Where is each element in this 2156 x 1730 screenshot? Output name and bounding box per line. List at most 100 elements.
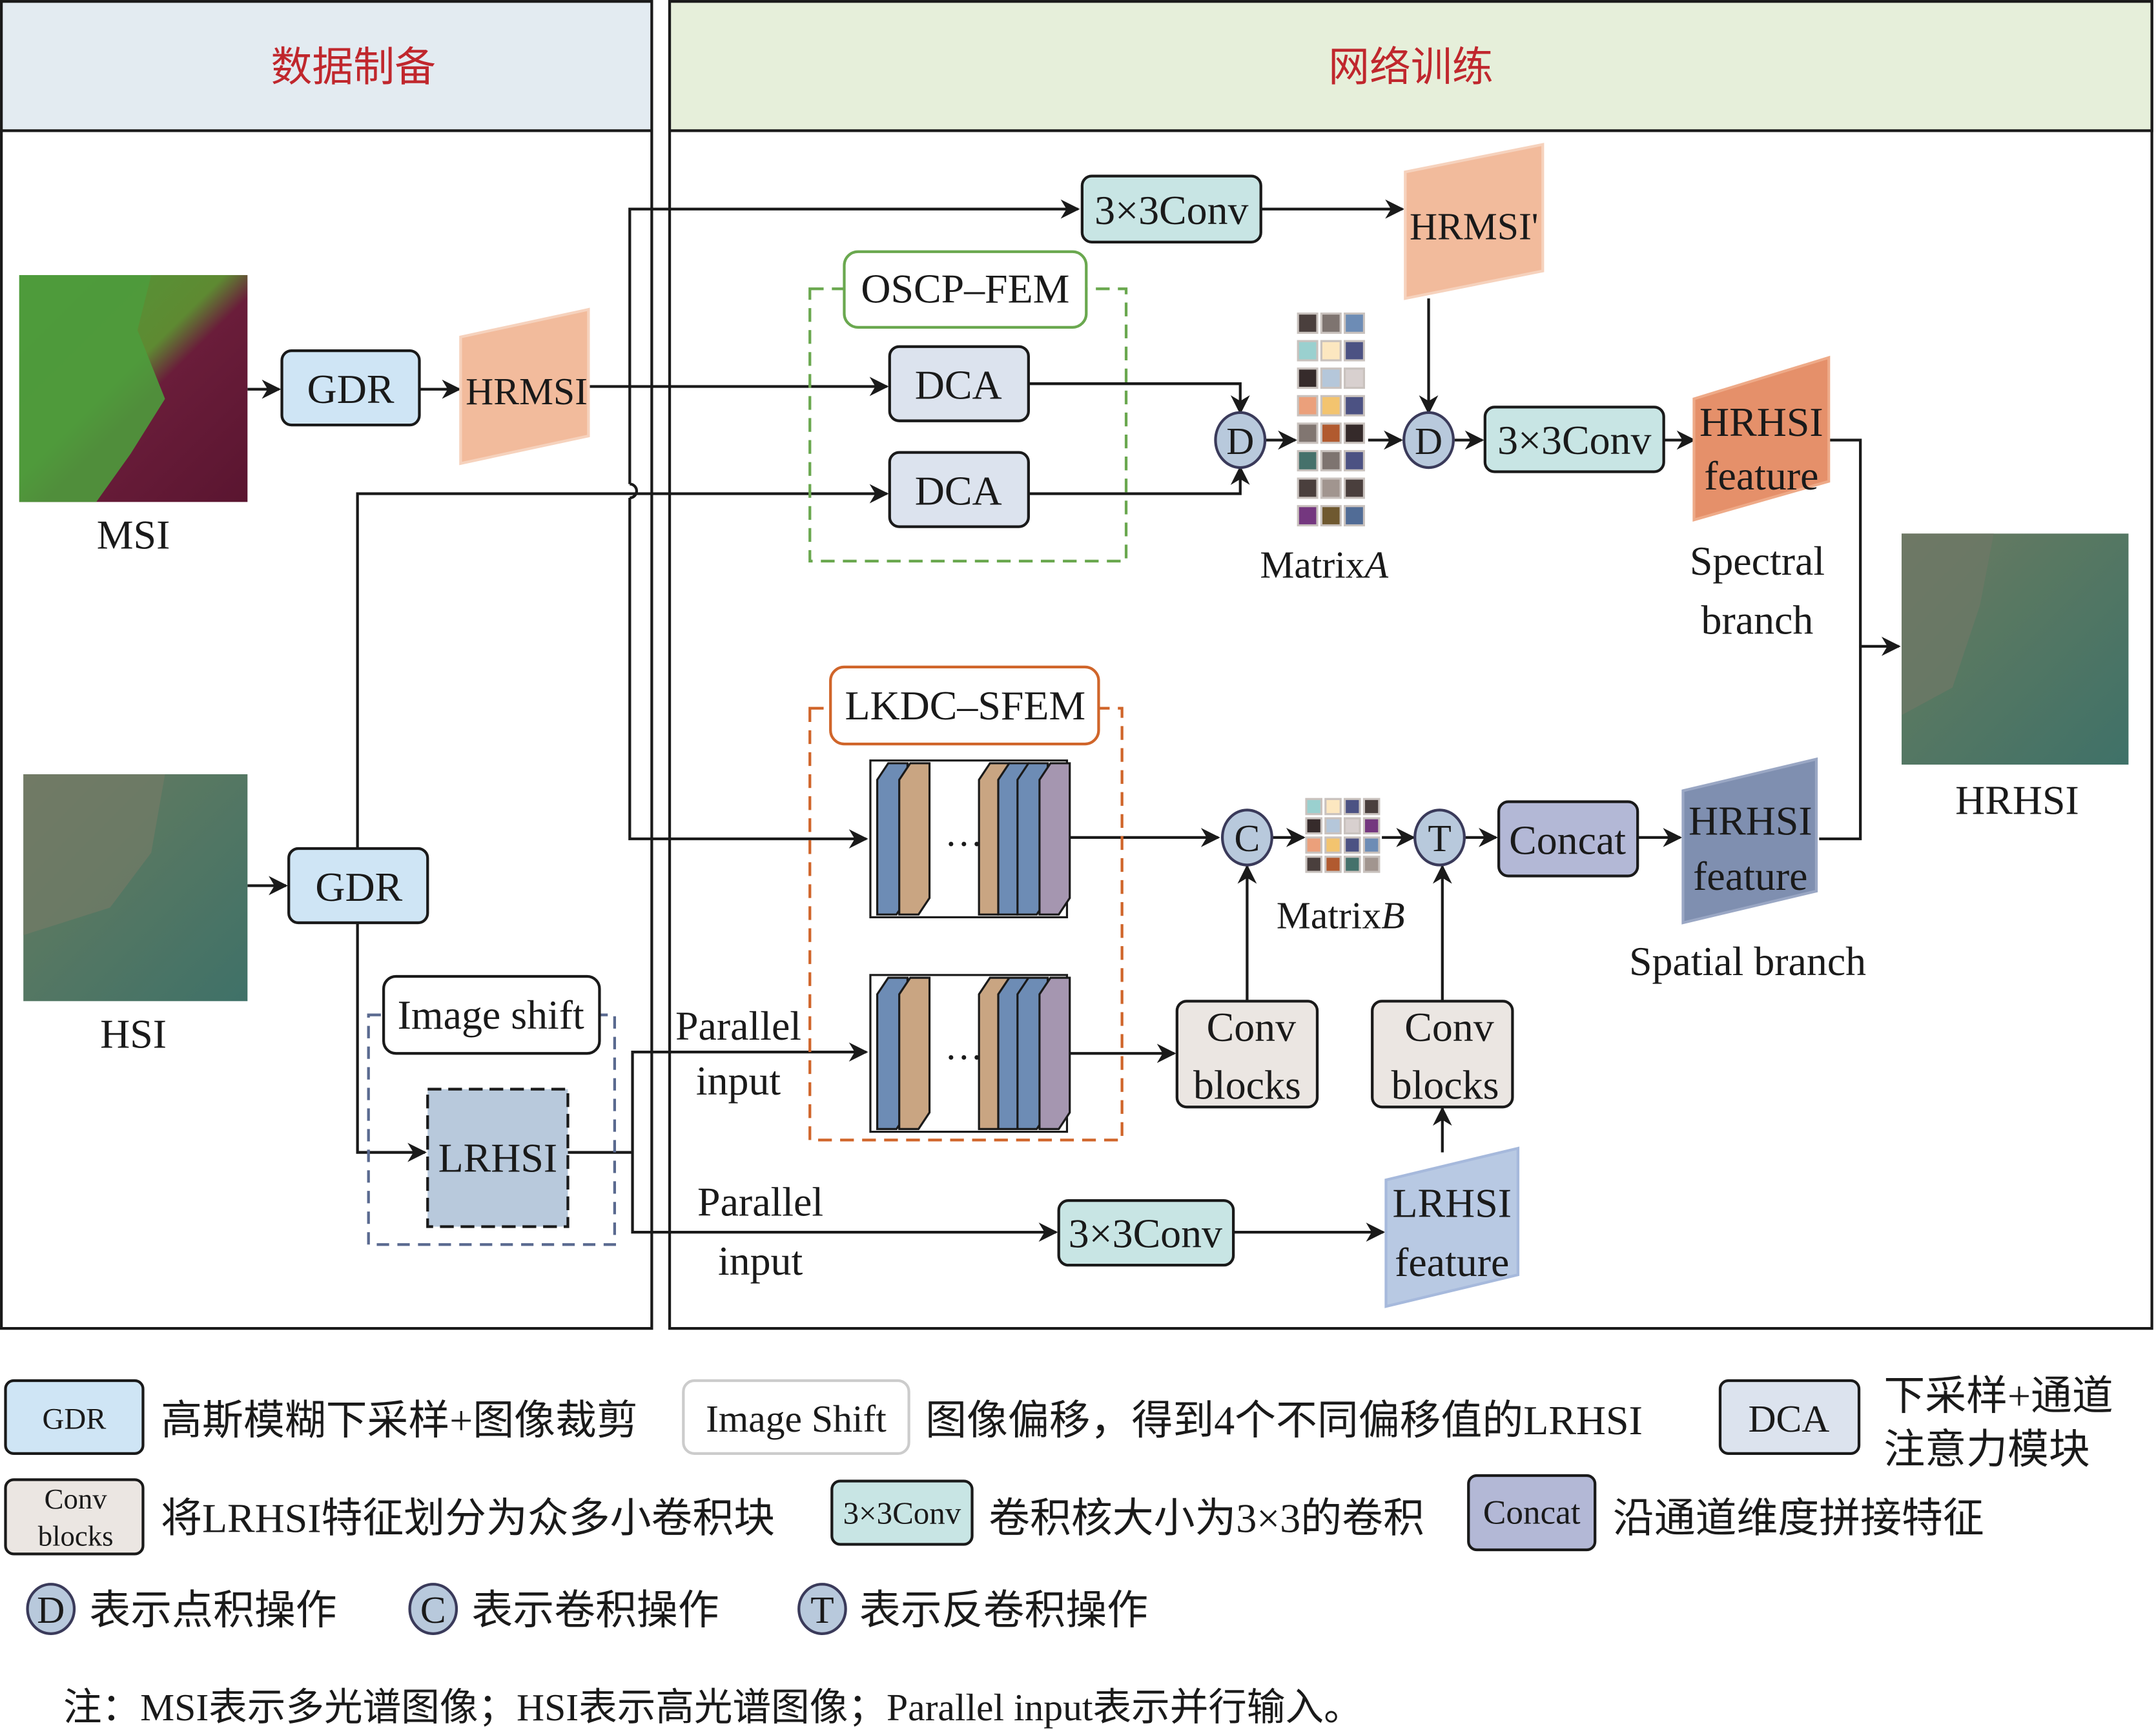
spectral-branch-label: branch <box>1701 597 1814 643</box>
legend-conv3x3: 3×3Conv 卷积核大小为3×3的卷积 <box>830 1479 1424 1546</box>
matrix-a <box>1297 312 1366 527</box>
matrix-cell <box>1362 817 1381 835</box>
conv3x3-label: 3×3Conv <box>1497 417 1651 463</box>
dot-product-op-2: D <box>1402 411 1455 469</box>
conv3x3-bottom: 3×3Conv <box>1057 1199 1235 1267</box>
gdr-label: GDR <box>315 864 402 910</box>
parallel-input-label: Parallel <box>697 1179 823 1225</box>
gdr-box-top: GDR <box>280 349 421 427</box>
concat-box: Concat <box>1497 800 1639 878</box>
matrix-cell <box>1344 798 1361 816</box>
left-panel-title: 数据制备 <box>271 45 436 90</box>
legend-key: Concat <box>1483 1494 1581 1532</box>
connections <box>247 199 1901 1242</box>
matrix-a-label: MatrixA <box>1260 543 1388 586</box>
matrix-cell <box>1305 836 1323 854</box>
legend-desc: 表示卷积操作 <box>471 1587 719 1633</box>
deconv-op-t: T <box>1413 808 1466 867</box>
image-shift-label: Image shift <box>398 992 584 1038</box>
legend-op-d: D 表示点积操作 <box>26 1583 337 1635</box>
msi-image <box>19 274 248 502</box>
matrix-cell <box>1324 798 1342 816</box>
feature-label: feature <box>1704 453 1818 499</box>
legend-desc: 表示反卷积操作 <box>859 1587 1148 1633</box>
matrix-cell <box>1324 836 1342 854</box>
feature-label: HRHSI <box>1699 399 1823 445</box>
image-shift-box: Image shift <box>382 974 601 1055</box>
conv-blocks-box-2: Conv blocks <box>1371 1000 1514 1109</box>
msi-label: MSI <box>97 512 170 558</box>
matrix-cell <box>1305 856 1323 873</box>
footnote: 注：MSI表示多光谱图像；HSI表示高光谱图像；Parallel input表示… <box>63 1686 1362 1729</box>
hrhsi-label: HRHSI <box>1955 777 2079 823</box>
conv3x3-top: 3×3Conv <box>1080 174 1262 243</box>
matrix-cell <box>1297 477 1319 499</box>
matrix-cell <box>1320 340 1342 362</box>
matrix-cell <box>1344 856 1361 873</box>
right-panel-title: 网络训练 <box>1328 45 1494 90</box>
matrix-cell <box>1297 449 1319 471</box>
left-header <box>0 0 653 132</box>
matrix-cell <box>1320 449 1342 471</box>
image-shift-group <box>367 1013 616 1246</box>
hrmsi-block: HRMSI <box>459 307 590 466</box>
lrhsi-feature-block: LRHSI feature <box>1384 1146 1520 1308</box>
legend-desc: 表示点积操作 <box>89 1587 336 1633</box>
ellipsis: … <box>945 1025 983 1067</box>
feature-label: feature <box>1395 1239 1509 1285</box>
matrix-cell <box>1320 477 1342 499</box>
legend-op-c: C 表示卷积操作 <box>408 1583 719 1635</box>
legend-op-t: T 表示反卷积操作 <box>797 1583 1148 1635</box>
hrmsi-label: HRMSI <box>466 370 588 413</box>
conv-blocks-box-1: Conv blocks <box>1175 1000 1319 1109</box>
legend-desc: 下采样+通道 <box>1884 1373 2113 1419</box>
feature-layer <box>1038 976 1071 1130</box>
legend-desc: 注意力模块 <box>1884 1426 2089 1472</box>
matrix-cell <box>1344 422 1366 444</box>
legend-key: T <box>810 1589 834 1631</box>
legend-key: Image Shift <box>706 1397 887 1440</box>
matrix-cell <box>1344 312 1366 334</box>
matrix-cell <box>1344 449 1366 471</box>
conv3x3-label: 3×3Conv <box>1069 1210 1222 1256</box>
parallel-input-label: Parallel <box>675 1003 801 1049</box>
hsi-image <box>23 774 248 1002</box>
op-label: T <box>1428 817 1451 860</box>
conv-layer-stack-1 <box>869 759 1071 919</box>
spatial-branch-label: Spatial branch <box>1629 938 1866 984</box>
legend-key: D <box>37 1589 65 1631</box>
lrhsi-box: LRHSI <box>426 1087 570 1228</box>
matrix-cell <box>1297 422 1319 444</box>
conv3x3-mid: 3×3Conv <box>1483 406 1665 473</box>
legend-dca: DCA 下采样+通道 注意力模块 <box>1718 1373 2113 1472</box>
gdr-label: GDR <box>307 366 395 412</box>
matrix-cell <box>1362 856 1381 873</box>
legend: GDR 高斯模糊下采样+图像裁剪 Image Shift 图像偏移，得到4个不同… <box>4 1373 2113 1635</box>
legend-conv-blocks: Conv blocks 将LRHSI特征划分为众多小卷积块 <box>4 1478 775 1556</box>
op-label: D <box>1226 420 1254 462</box>
hrhsi-output-image <box>1902 533 2129 765</box>
matrix-cell <box>1297 395 1319 417</box>
matrix-cell <box>1344 836 1361 854</box>
hrmsi-prime-label: HRMSI' <box>1410 205 1539 248</box>
matrix-cell <box>1344 395 1366 417</box>
legend-desc: 卷积核大小为3×3的卷积 <box>989 1495 1424 1541</box>
hrmsi-prime-block: HRMSI' <box>1404 143 1545 300</box>
legend-desc: 高斯模糊下采样+图像裁剪 <box>161 1397 638 1443</box>
conv-layer-stack-2 <box>869 974 1071 1133</box>
right-header <box>668 0 2153 132</box>
dca-label: DCA <box>915 468 1002 514</box>
matrix-cell <box>1320 422 1342 444</box>
matrix-cell <box>1305 817 1323 835</box>
lkdc-sfem-label: LKDC–SFEM <box>845 683 1086 728</box>
matrix-cell <box>1324 856 1342 873</box>
conv-blocks-label: Conv <box>1404 1004 1494 1050</box>
conv-op-c: C <box>1220 808 1273 867</box>
oscp-fem-label: OSCP–FEM <box>861 266 1069 312</box>
hrhsi-feature-spatial: HRHSI feature <box>1681 757 1818 925</box>
lrhsi-label: LRHSI <box>438 1135 558 1180</box>
feature-label: HRHSI <box>1689 798 1812 844</box>
conv3x3-label: 3×3Conv <box>1094 187 1248 233</box>
matrix-cell <box>1344 477 1366 499</box>
